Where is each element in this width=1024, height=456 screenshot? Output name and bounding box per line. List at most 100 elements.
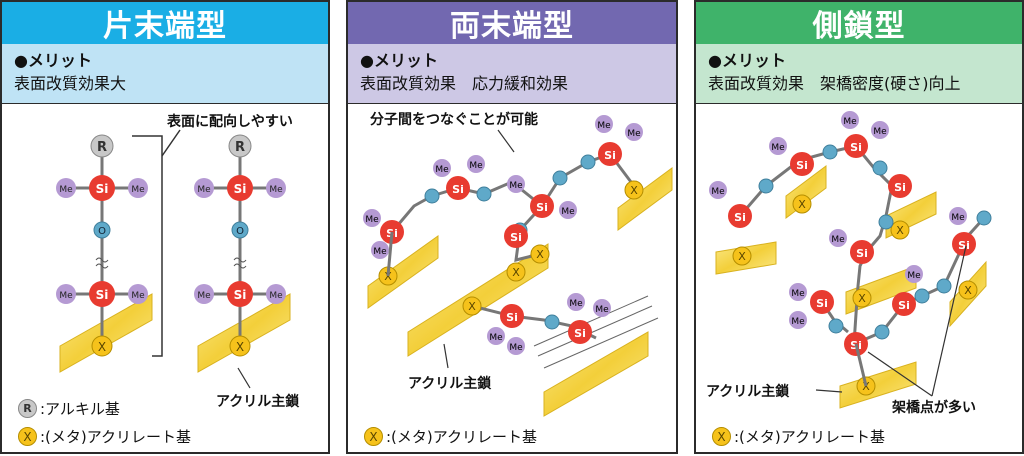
si-atom: Si	[96, 182, 109, 196]
si-atom: Si	[604, 149, 616, 162]
x-atom: X	[468, 300, 476, 313]
silicone-molecule-2: R Me Me Si O Me Me Si X	[194, 134, 286, 357]
me-atom: Me	[561, 207, 575, 217]
si-atom: Si	[850, 141, 862, 154]
merit-title: ●メリット	[360, 51, 438, 70]
orient-label: 表面に配向しやすい	[166, 113, 293, 130]
me-atom: Me	[197, 291, 211, 301]
bracket	[132, 135, 163, 357]
panel-title: 両末端型	[348, 2, 676, 44]
merit-text: 表面改質効果大	[14, 74, 127, 93]
me-atom: Me	[595, 305, 609, 315]
me-atom: Me	[873, 127, 887, 137]
x-atom: X	[862, 380, 870, 393]
x-atom: X	[798, 198, 806, 211]
si-atom: Si	[734, 211, 746, 224]
r-legend-icon: R	[18, 399, 37, 418]
merit-title: ●メリット	[708, 51, 786, 70]
x-legend-icon: X	[18, 427, 37, 446]
legend-x: X :(メタ)アクリレート基	[364, 426, 537, 447]
r-atom: R	[97, 140, 107, 155]
me-atom: Me	[131, 185, 145, 195]
me-atom: Me	[489, 333, 503, 343]
crosslink-label: 架橋点が多い	[891, 399, 976, 416]
chain-label: アクリル主鎖	[706, 383, 790, 400]
me-atom: Me	[907, 271, 921, 281]
single-end-diagram: 表面に配向しやすい R Me Me Si O Me Me Si X R Me M…	[56, 113, 300, 410]
me-atom: Me	[59, 291, 73, 301]
me-atom: Me	[831, 235, 845, 245]
si-atom: Si	[574, 327, 586, 340]
me-atom: Me	[627, 129, 641, 139]
crosslinked-network: Si Me X Si Me X Si Me Me Si X Si Me X Si…	[709, 111, 992, 396]
me-atom: Me	[711, 187, 725, 197]
me-atom: Me	[59, 185, 73, 195]
legend-x: X :(メタ)アクリレート基	[712, 426, 885, 447]
me-atom: Me	[771, 143, 785, 153]
si-atom: Si	[796, 159, 808, 172]
side-chain-diagram: Si Me X Si Me X Si Me Me Si X Si Me X Si…	[706, 111, 992, 416]
me-atom: Me	[373, 247, 387, 257]
acryl-rod-1	[59, 293, 153, 373]
x-atom: X	[98, 340, 106, 354]
me-atom: Me	[569, 299, 583, 309]
x-atom: X	[964, 284, 972, 297]
merit-text: 表面改質効果 架橋密度(硬さ)向上	[708, 74, 961, 93]
x-atom: X	[512, 266, 520, 279]
me-atom: Me	[791, 289, 805, 299]
x-atom: X	[236, 340, 244, 354]
merit-title: ●メリット	[14, 51, 92, 70]
me-atom: Me	[469, 161, 483, 171]
panel-side-chain: 側鎖型 ●メリット 表面改質効果 架橋密度(硬さ)向上 Si Me X Si M…	[694, 0, 1024, 454]
silicone-chain-top: Me Me Si X Si Me Me Me Si Me Si X X Si M…	[363, 115, 644, 286]
me-atom: Me	[197, 185, 211, 195]
si-atom: Si	[898, 299, 910, 312]
x-atom: X	[536, 248, 544, 261]
si-atom: Si	[234, 182, 247, 196]
me-atom: Me	[597, 121, 611, 131]
panel-single-end: 片末端型 ●メリット 表面改質効果大 表面に配向しやすい R Me Me Si …	[0, 0, 330, 454]
me-atom: Me	[269, 185, 283, 195]
chain-label: アクリル主鎖	[216, 393, 300, 410]
silicone-molecule-1: R Me Me Si O Me Me Si X	[56, 134, 148, 357]
acryl-rod-2	[197, 293, 291, 373]
panel-both-end: 両末端型 ●メリット 表面改質効果 応力緩和効果 分子間をつなぐことが可能 Me…	[346, 0, 678, 454]
me-atom: Me	[509, 343, 523, 353]
merit-box: ●メリット 表面改質効果 架橋密度(硬さ)向上	[696, 44, 1022, 104]
panel-title: 側鎖型	[696, 2, 1022, 44]
si-atom: Si	[816, 297, 828, 310]
x-atom: X	[896, 224, 904, 237]
legend-x: X :(メタ)アクリレート基	[18, 426, 191, 447]
legend-r: R :アルキル基	[18, 398, 120, 419]
si-atom: Si	[510, 231, 522, 244]
acryl-rod-6	[839, 361, 917, 409]
both-end-diagram: 分子間をつなぐことが可能 Me Me Si X Si Me Me Me Si M…	[363, 111, 673, 417]
si-atom: Si	[894, 181, 906, 194]
si-atom: Si	[856, 247, 868, 260]
panel-title: 片末端型	[2, 2, 328, 44]
si-atom: Si	[234, 288, 247, 302]
legend-text: :(メタ)アクリレート基	[386, 428, 538, 446]
legend-text: :(メタ)アクリレート基	[734, 428, 886, 446]
me-atom: Me	[365, 215, 379, 225]
x-atom: X	[858, 292, 866, 305]
merit-box: ●メリット 表面改質効果 応力緩和効果	[348, 44, 676, 104]
x-legend-icon: X	[712, 427, 731, 446]
me-atom: Me	[951, 213, 965, 223]
merit-text: 表面改質効果 応力緩和効果	[360, 74, 569, 93]
o-atom: O	[98, 226, 106, 237]
me-atom: Me	[435, 165, 449, 175]
si-atom: Si	[536, 201, 548, 214]
r-atom: R	[235, 140, 245, 155]
merit-box: ●メリット 表面改質効果大	[2, 44, 328, 104]
me-atom: Me	[791, 317, 805, 327]
link-label: 分子間をつなぐことが可能	[370, 111, 538, 128]
acryl-rod-3	[617, 167, 673, 231]
si-atom: Si	[506, 311, 518, 324]
legend-text: :(メタ)アクリレート基	[40, 428, 192, 446]
acryl-rod-1	[367, 235, 439, 309]
si-atom: Si	[958, 239, 970, 252]
me-atom: Me	[509, 181, 523, 191]
legend-text: :アルキル基	[40, 400, 120, 418]
x-atom: X	[630, 184, 638, 197]
